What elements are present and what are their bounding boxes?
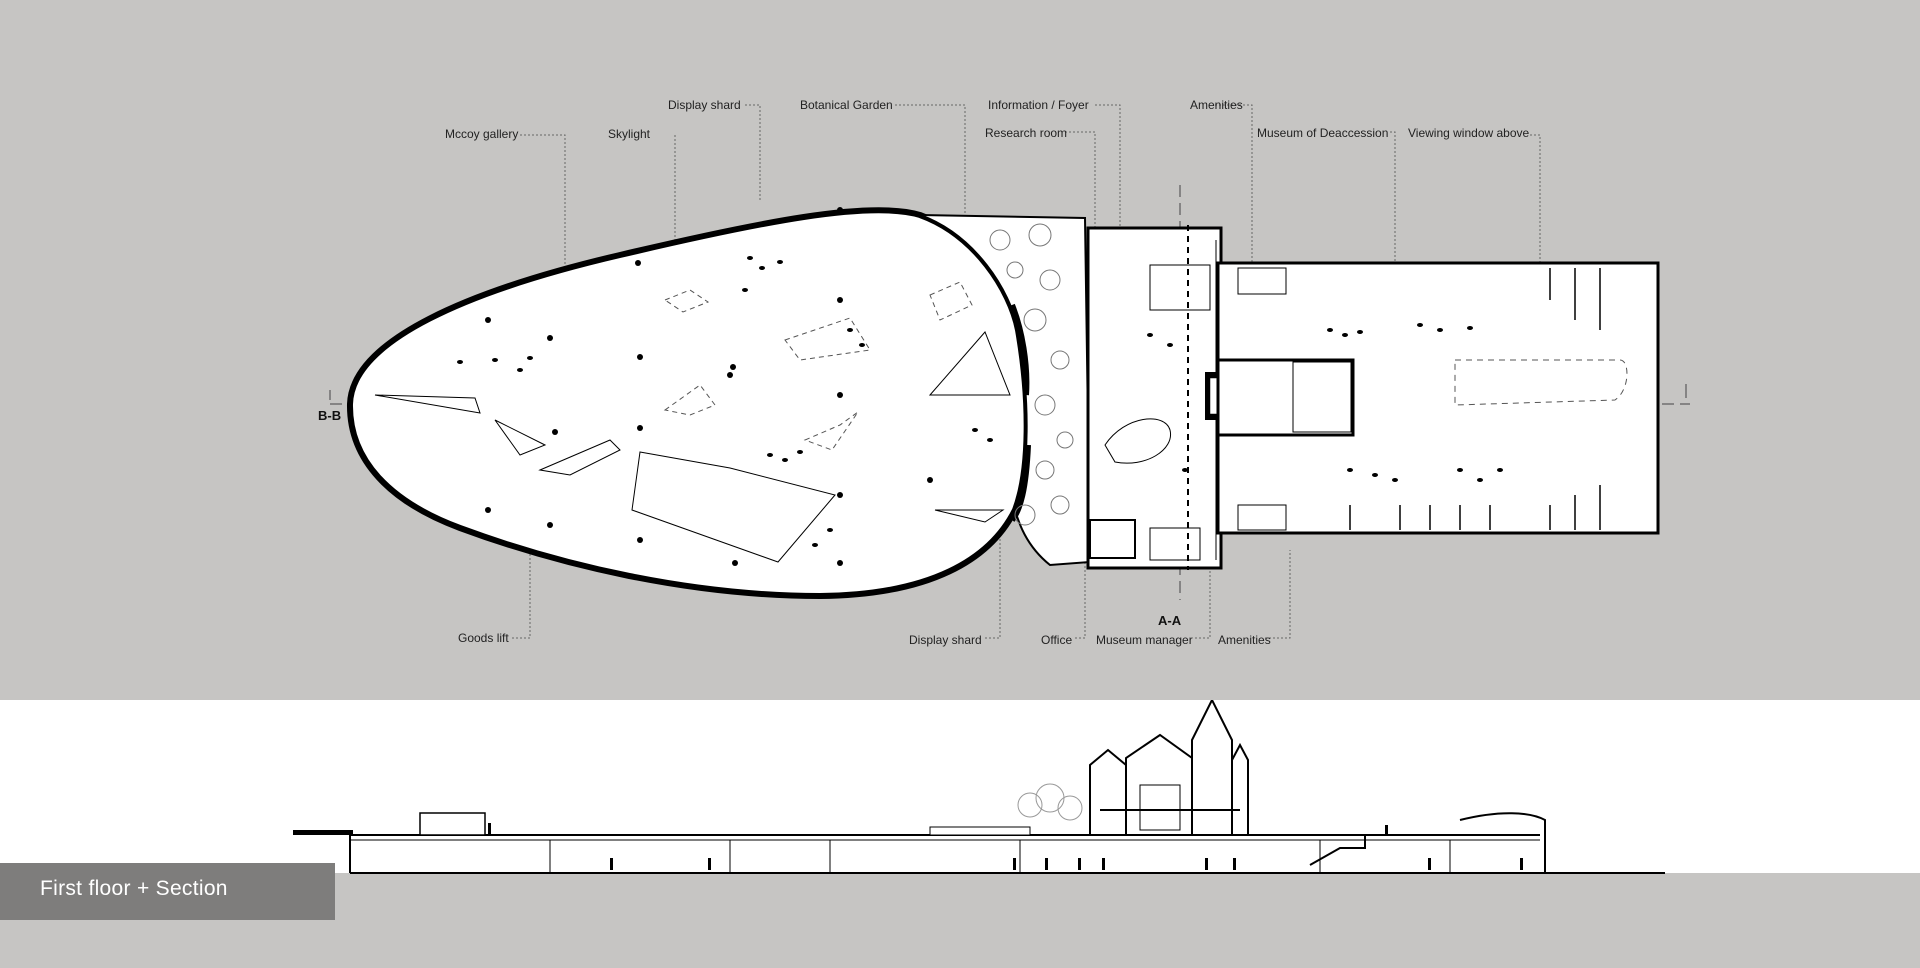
label-viewing-window: Viewing window above <box>1408 126 1530 140</box>
label-information-foyer: Information / Foyer <box>988 98 1089 112</box>
title-box: First floor + Section <box>0 863 335 920</box>
label-amenities-bottom: Amenities <box>1218 633 1271 647</box>
label-research-room: Research room <box>985 126 1068 140</box>
label-museum-manager: Museum manager <box>1096 633 1193 647</box>
people-figures <box>457 256 1503 547</box>
section-marker-aa: A-A <box>1158 613 1182 628</box>
label-display-shard-bottom: Display shard <box>909 633 982 647</box>
display-shards <box>374 331 1011 563</box>
historic-building-section <box>1089 700 1249 836</box>
section-marker-bb: B-B <box>318 408 342 423</box>
skylights <box>663 281 973 451</box>
section-drawing <box>293 700 1665 874</box>
columns <box>485 207 933 566</box>
label-office: Office <box>1041 633 1073 647</box>
drawing-title: First floor + Section <box>40 877 228 900</box>
label-museum-of-deaccession: Museum of Deaccession <box>1257 126 1389 140</box>
label-mccoy-gallery: Mccoy gallery <box>445 127 519 141</box>
label-display-shard-top: Display shard <box>668 98 741 112</box>
label-amenities-top: Amenities <box>1190 98 1243 112</box>
label-goods-lift: Goods lift <box>458 631 509 645</box>
garden-trees <box>989 223 1074 526</box>
botanical-garden-area <box>919 214 1092 567</box>
label-skylight: Skylight <box>608 127 651 141</box>
label-botanical-garden: Botanical Garden <box>800 98 893 112</box>
section-band <box>0 700 1920 873</box>
floor-plan-drawing <box>329 104 1690 639</box>
